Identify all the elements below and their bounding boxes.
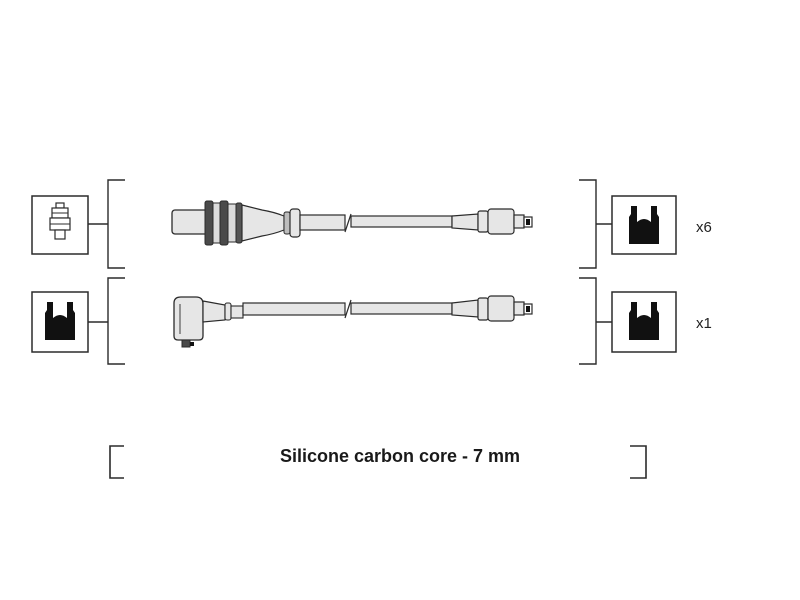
spark-plug-icon-box [31, 195, 89, 255]
ignition-cable-straight [171, 200, 533, 246]
coil-socket-icon-box [611, 195, 677, 255]
coil-terminal-end [451, 295, 533, 322]
cable-body [350, 302, 453, 315]
quantity-label: x1 [696, 315, 712, 332]
cable-break-mark [344, 299, 352, 319]
straight-boot [171, 200, 346, 246]
coil-socket-icon-box [611, 291, 677, 353]
caption-right-bracket [630, 445, 647, 479]
lead-row-1: x6 [31, 179, 712, 269]
right-bracket [579, 277, 612, 365]
cable-break-mark [344, 213, 352, 233]
caption-left-bracket [109, 445, 124, 479]
cable-body [350, 215, 453, 228]
ignition-cable-angled [173, 295, 533, 348]
coil-socket-icon [629, 302, 659, 340]
lead-row-2: x1 [31, 277, 712, 365]
cable-body [242, 302, 346, 316]
quantity-label: x6 [696, 219, 712, 236]
spark-plug-icon [49, 202, 71, 240]
coil-socket-icon [45, 302, 75, 340]
angled-boot [173, 296, 244, 348]
coil-terminal-end [451, 208, 533, 235]
left-bracket [88, 179, 125, 269]
coil-socket-icon [629, 206, 659, 244]
left-bracket [88, 277, 125, 365]
cable-spec-caption: Silicone carbon core - 7 mm [279, 446, 521, 466]
coil-socket-icon-box [31, 291, 89, 353]
right-bracket [579, 179, 612, 269]
